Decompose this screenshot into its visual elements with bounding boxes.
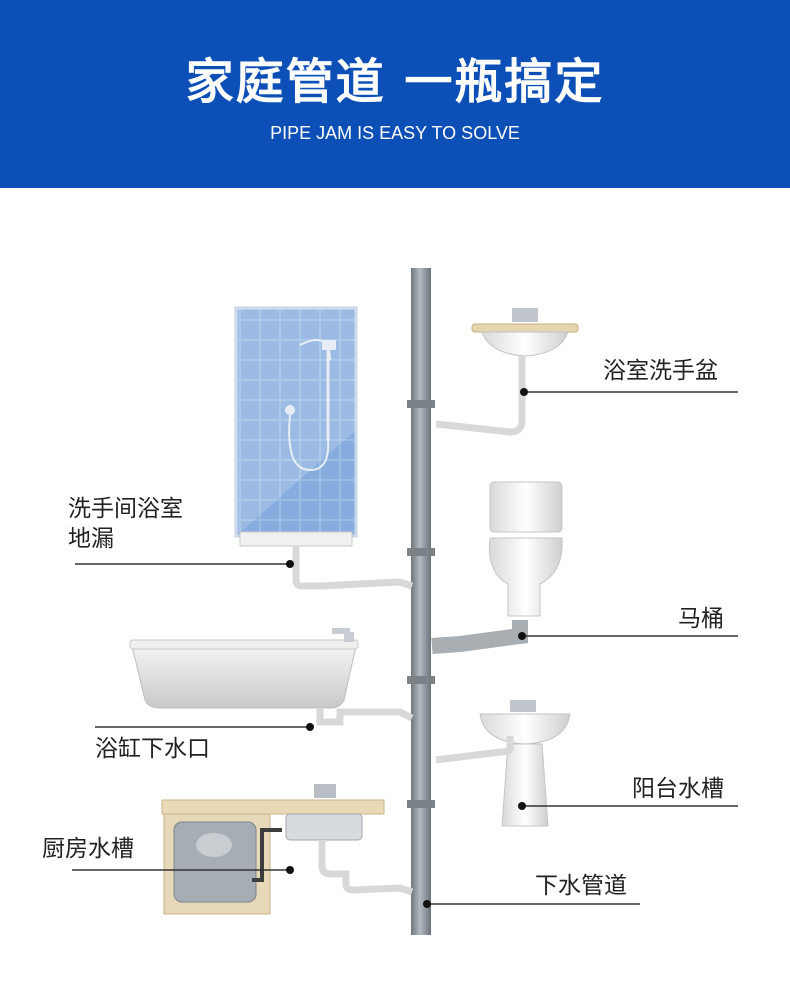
kitchen-sink-illustration [161,784,414,915]
page-subtitle: PIPE JAM IS EASY TO SOLVE [270,123,520,143]
leader-lines [72,388,738,908]
label-drain-pipe: 下水管道 [535,873,627,899]
balcony-sink-illustration [435,700,571,827]
label-shower-drain-line2: 地漏 [68,526,114,552]
label-bathtub-drain: 浴缸下水口 [95,736,210,762]
bathtub-illustration [129,628,414,726]
header-banner [0,0,790,188]
label-balcony-sink: 阳台水槽 [632,776,724,802]
label-bathroom-basin: 浴室洗手盆 [603,358,718,384]
main-drain-pipe [407,268,435,935]
label-toilet: 马桶 [678,606,724,632]
toilet-illustration [431,481,563,654]
page-title: 家庭管道 一瓶搞定 [185,54,605,110]
bathroom-basin-illustration [435,308,579,436]
label-shower-drain-line1: 洗手间浴室 [68,496,183,522]
label-kitchen-sink: 厨房水槽 [42,836,134,862]
plumbing-diagram [72,268,738,935]
shower-stall-illustration [234,306,414,590]
